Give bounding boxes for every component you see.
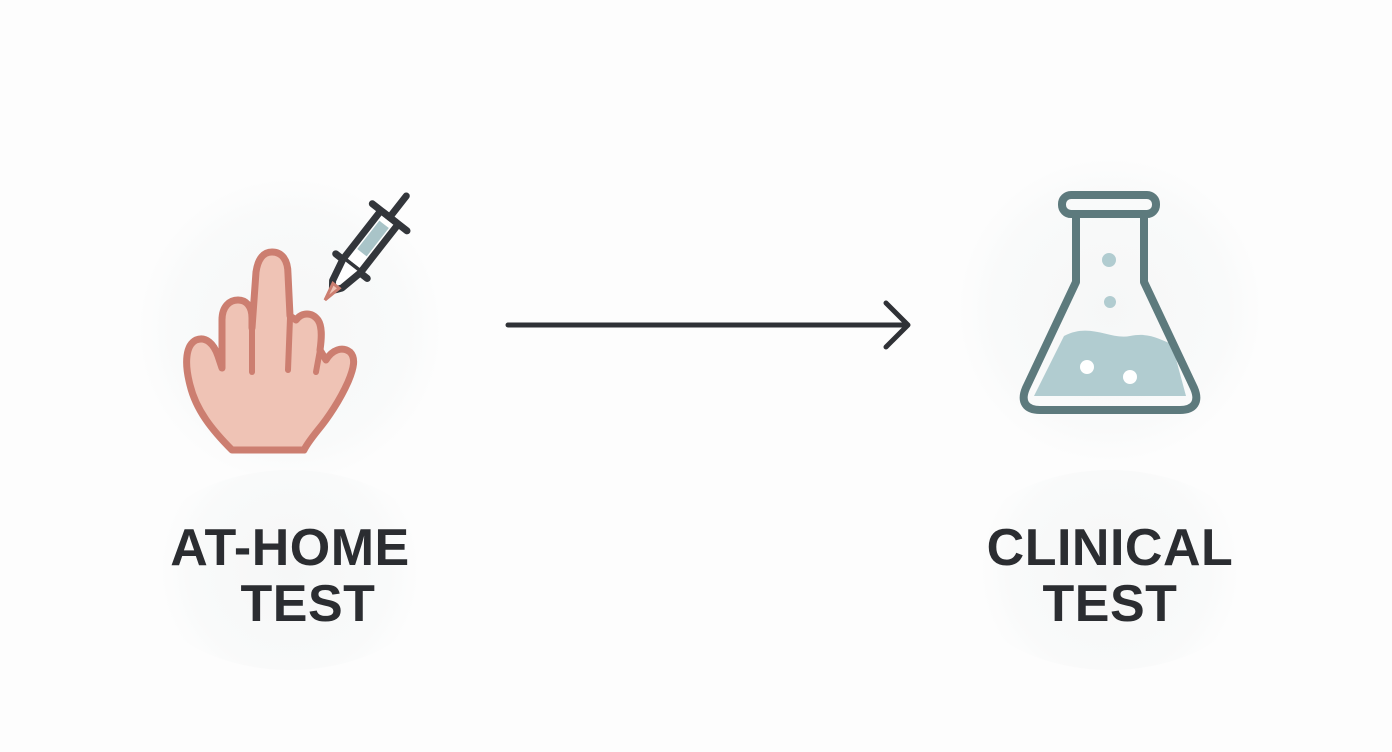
lab-flask-icon: [1019, 191, 1201, 414]
flask-outline: [1019, 210, 1201, 414]
bubble: [1080, 360, 1094, 374]
at-home-test-label: AT-HOME TEST: [160, 520, 420, 632]
clinical-label-line1: CLINICAL: [986, 519, 1234, 577]
finger-prick-lancet-icon: [183, 192, 411, 454]
at-home-label-line2: TEST: [240, 575, 376, 633]
clinical-test-label: CLINICAL TEST: [980, 520, 1240, 632]
flask-liquid: [1034, 330, 1186, 396]
bubble: [1104, 296, 1116, 308]
at-home-label-line1: AT-HOME: [170, 519, 410, 577]
hand-shape: [183, 248, 358, 454]
finger-crease-2: [285, 315, 293, 373]
arrow-right-icon: [505, 300, 911, 350]
bubble: [1123, 370, 1137, 384]
lancet: [323, 192, 411, 302]
flask-rim: [1058, 191, 1160, 218]
clinical-label-halo: [960, 470, 1260, 670]
finger-crease-3: [313, 347, 323, 375]
at-home-label-halo: [140, 470, 440, 670]
clinical-label-line2: TEST: [1042, 575, 1178, 633]
bubble: [1102, 253, 1116, 267]
